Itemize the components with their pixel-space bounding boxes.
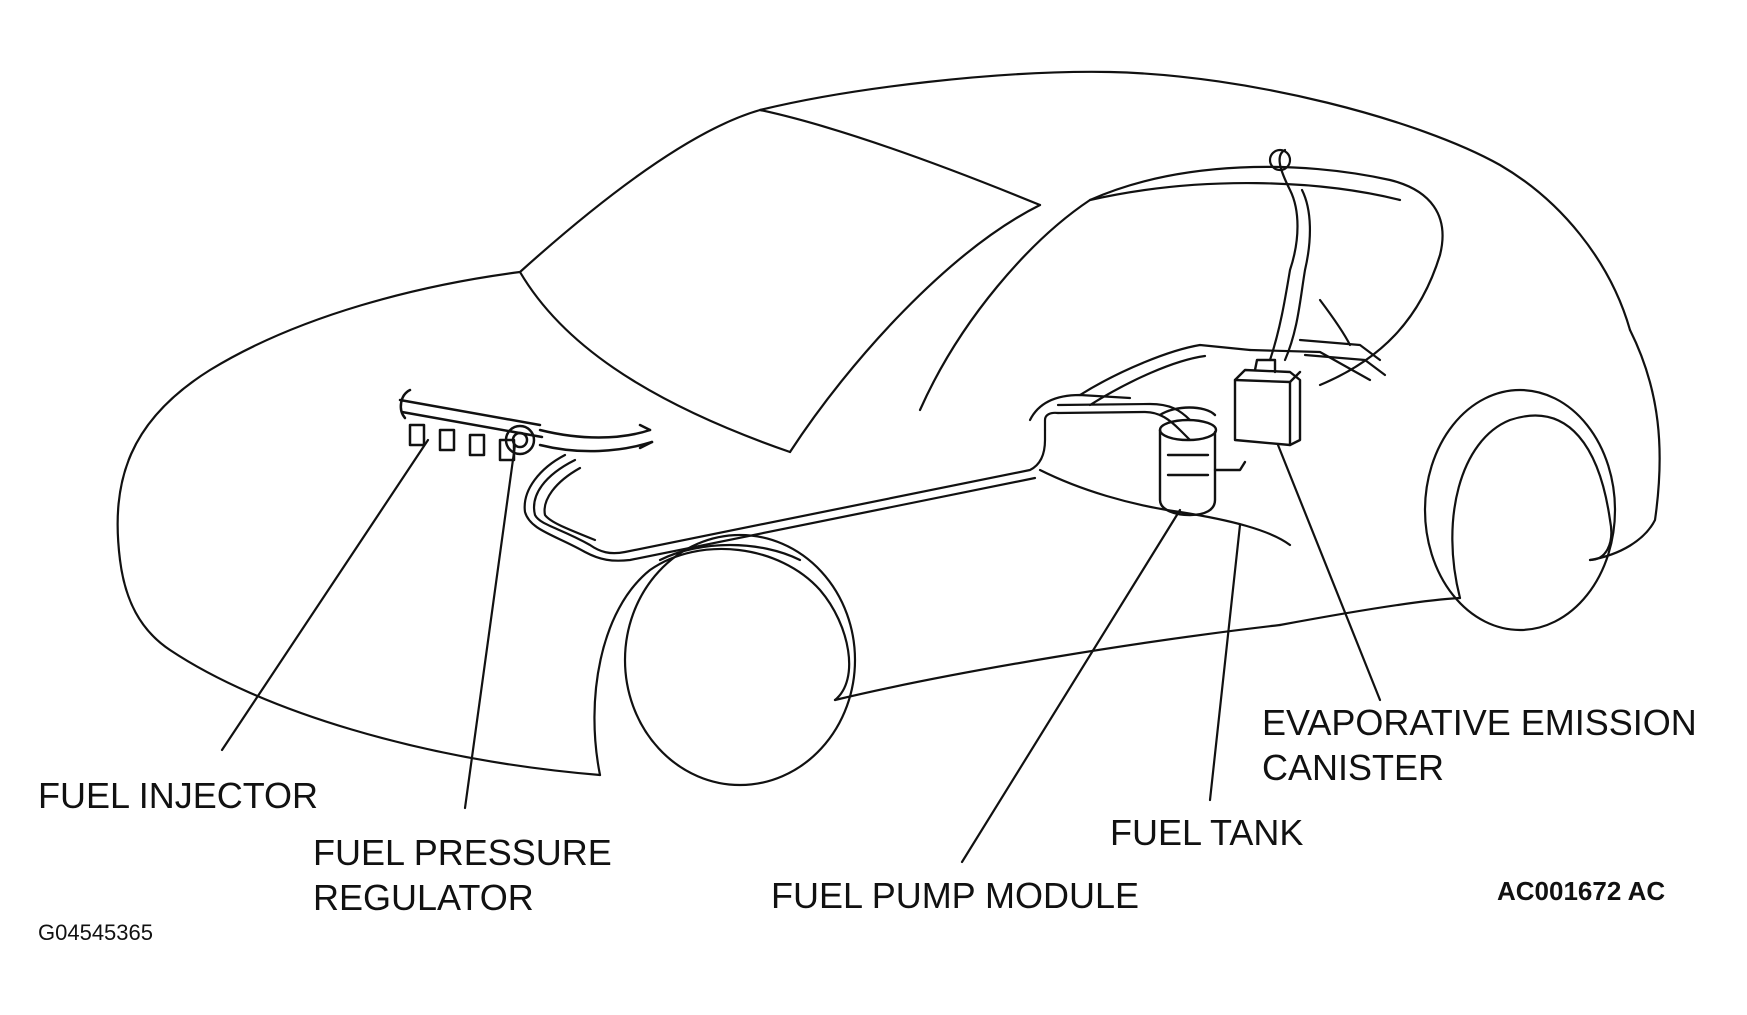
label-fuel-pressure-regulator-line1: FUEL PRESSURE (313, 832, 612, 873)
side-window (918, 165, 1444, 412)
fuel-pump-module (1158, 406, 1247, 517)
evap-canister (1233, 358, 1302, 447)
label-fuel-pressure-regulator-line2: REGULATOR (313, 877, 534, 918)
label-evap-canister-line1: EVAPORATIVE EMISSION (1262, 702, 1697, 743)
fuel-lines (523, 343, 1372, 562)
leader-fuel-tank (1208, 523, 1242, 802)
label-fuel-injector: FUEL INJECTOR (38, 775, 319, 816)
diagram-id: AC001672 AC (1497, 876, 1666, 906)
leader-lines (220, 438, 1382, 864)
leader-evap-canister (1276, 443, 1382, 702)
label-evap-canister-line2: CANISTER (1262, 747, 1445, 788)
car-body-outline (116, 70, 1661, 777)
fuel-rail-assembly (398, 388, 654, 462)
windshield (518, 108, 1042, 454)
label-fuel-pump-module: FUEL PUMP MODULE (771, 875, 1140, 916)
leader-fuel-injector (220, 438, 430, 752)
label-fuel-tank: FUEL TANK (1110, 812, 1304, 853)
front-wheel (593, 533, 857, 787)
rear-wheel (1423, 388, 1617, 632)
leader-fuel-pressure-regulator (463, 443, 517, 810)
filler-neck (1268, 148, 1387, 377)
graphic-id: G04545365 (38, 920, 153, 945)
leader-fuel-pump-module (960, 508, 1182, 864)
